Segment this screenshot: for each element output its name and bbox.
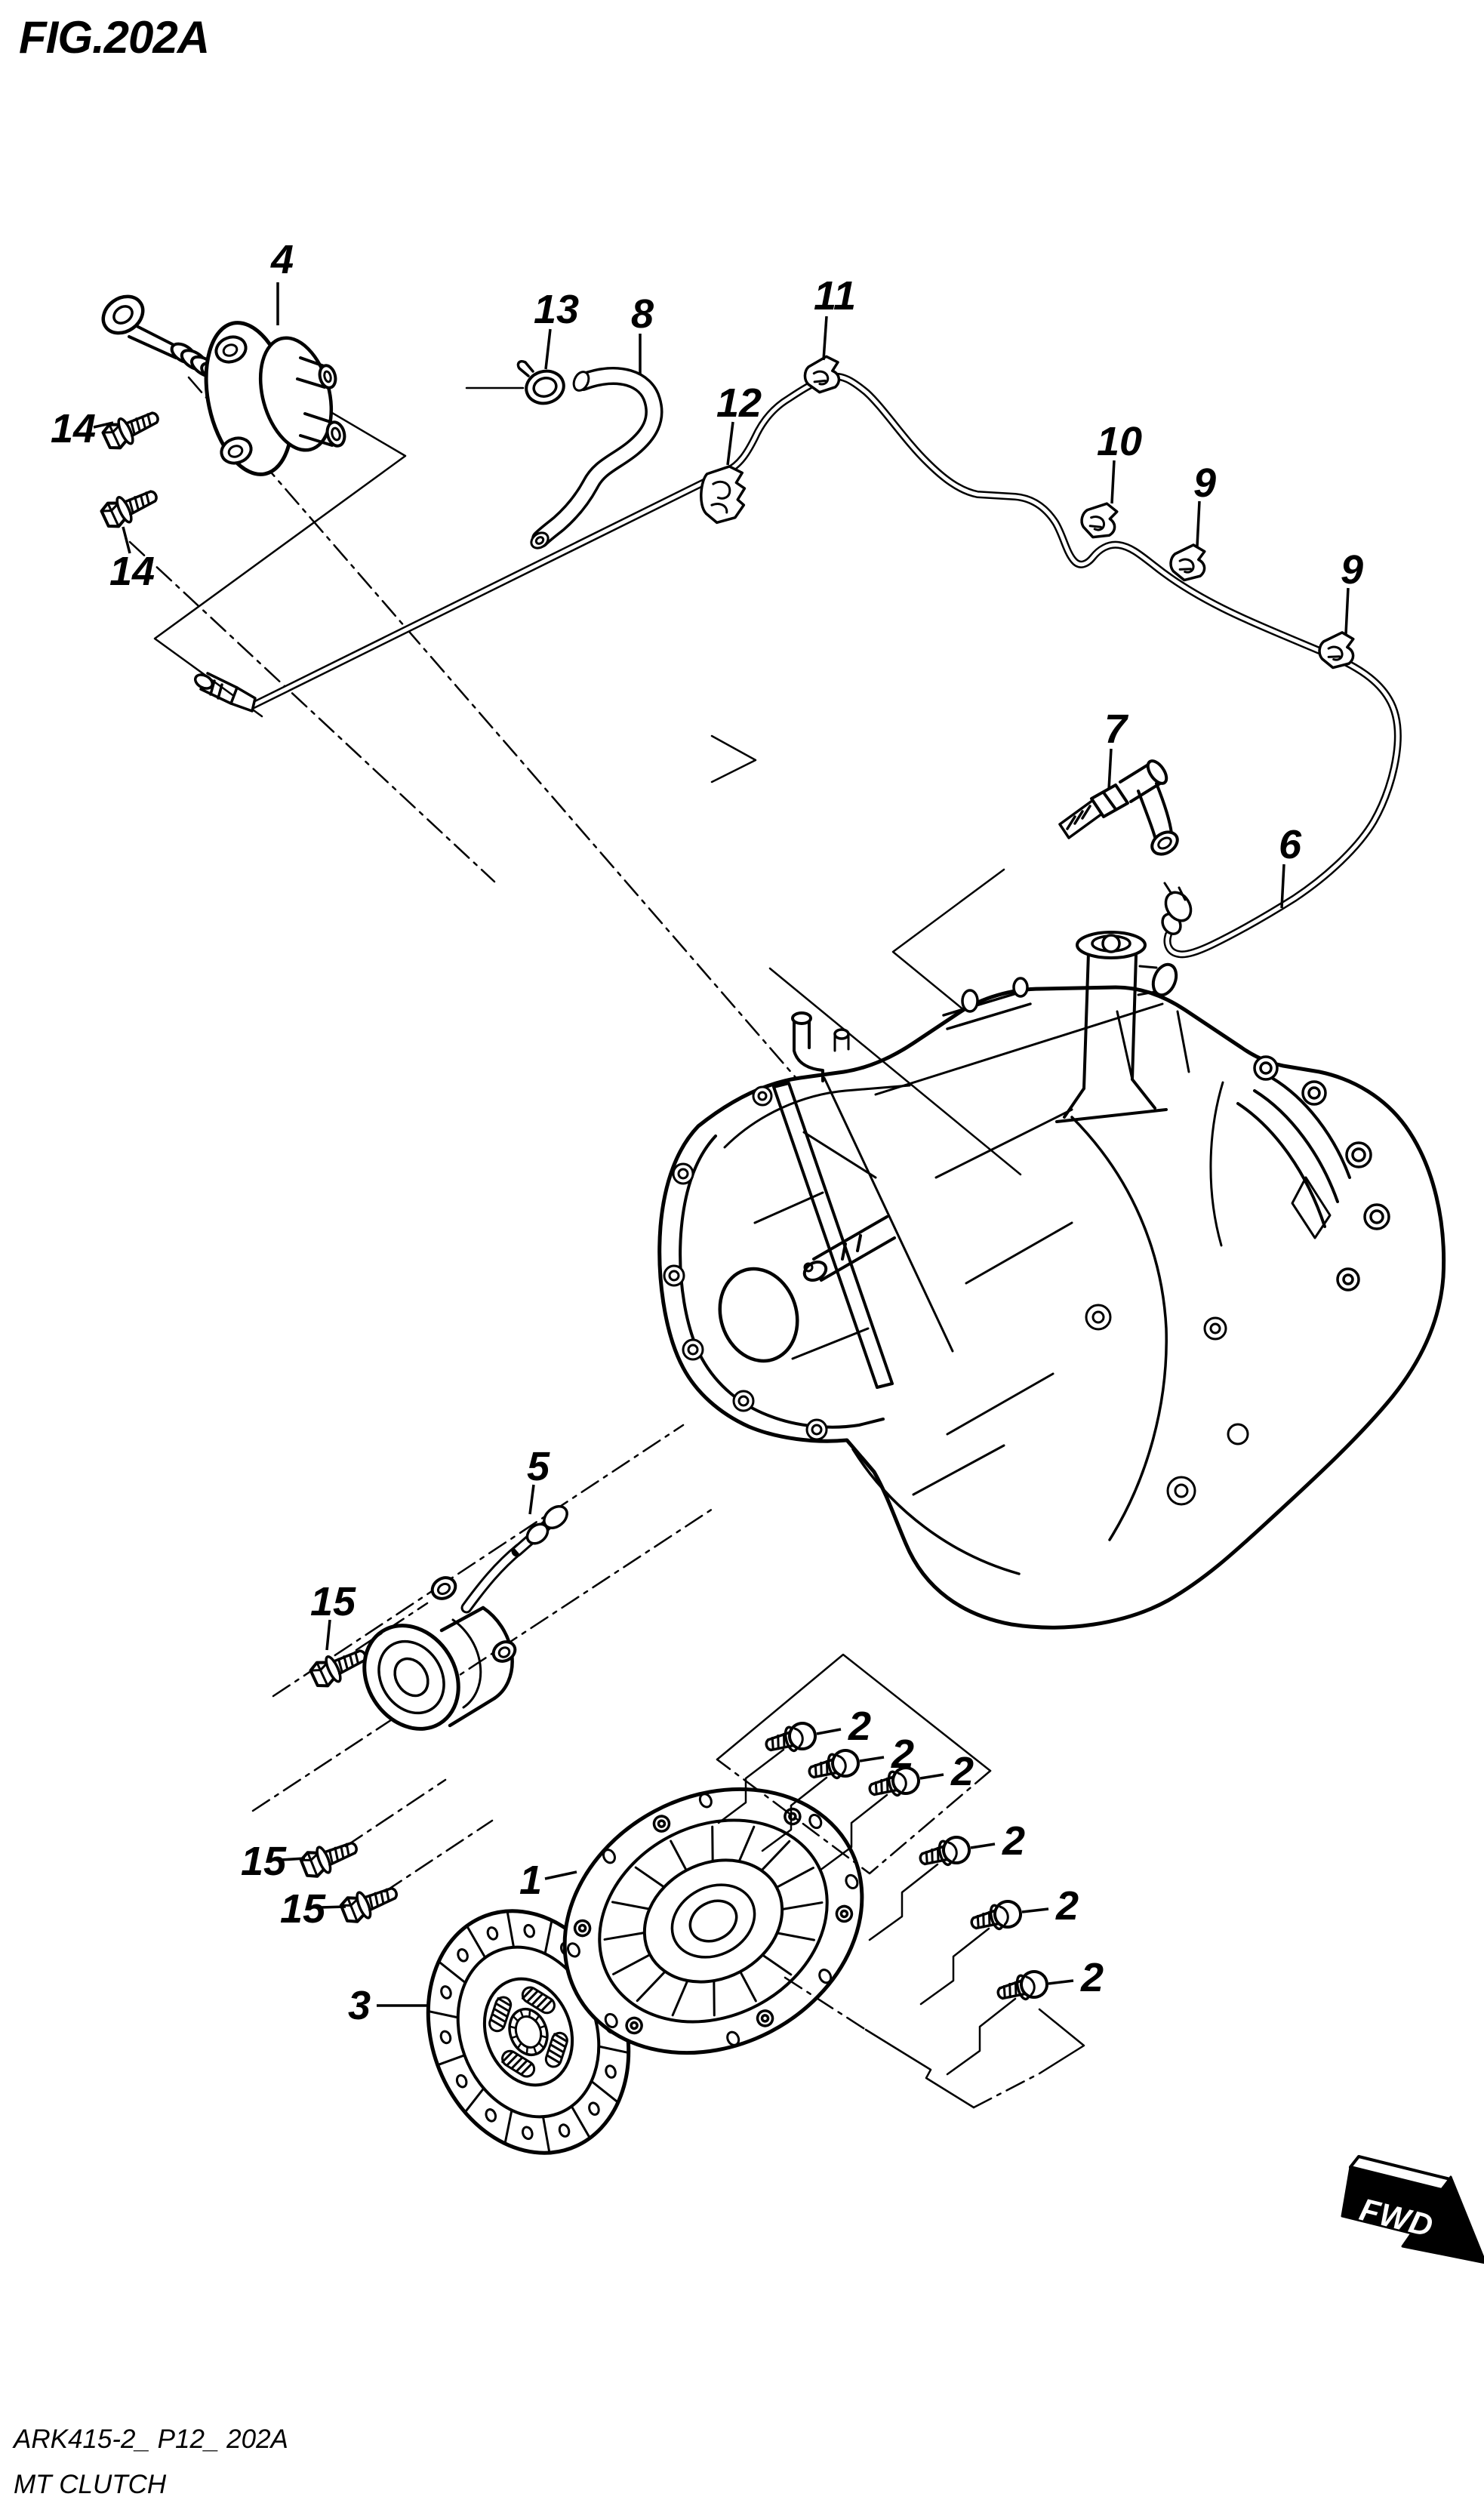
release-bolt-axes <box>344 1602 494 1893</box>
callout-label-2: 2 <box>891 1732 914 1777</box>
callout-leader-2 <box>919 1773 944 1780</box>
callout-leader-9 <box>1196 500 1201 547</box>
clutch-cover-1 <box>562 1787 864 2055</box>
callout-label-7: 7 <box>1104 707 1129 752</box>
callout-label-15: 15 <box>310 1579 356 1624</box>
cover-bolt-2a <box>762 1719 820 1760</box>
plane-diagonal-line <box>768 967 1022 1176</box>
callout-label-14: 14 <box>51 406 96 451</box>
clutch-disc-3 <box>426 1909 631 2155</box>
callout-leader-13 <box>544 328 552 370</box>
callout-label-6: 6 <box>1279 822 1302 867</box>
release-cylinder-5 <box>362 1504 568 1731</box>
release-bolt-15a <box>306 1640 372 1692</box>
callout-label-12: 12 <box>716 380 762 426</box>
callout-leader-1 <box>544 1870 577 1880</box>
union-joint-7 <box>1058 759 1179 856</box>
callout-label-5: 5 <box>527 1444 550 1489</box>
mounting-bolt-14b <box>97 481 163 533</box>
callout-leader-14 <box>93 421 114 429</box>
mounting-bolt-14a <box>99 402 165 454</box>
clutch-pipe <box>194 372 1402 959</box>
callout-label-2: 2 <box>1002 1818 1025 1864</box>
callout-leader-15 <box>325 1619 331 1651</box>
callout-label-3: 3 <box>348 1983 371 2028</box>
callout-label-2: 2 <box>1080 1955 1104 2000</box>
pipe-clamp-10 <box>1076 496 1122 544</box>
cover-bolt-2b <box>805 1746 863 1787</box>
hose-clamp-13 <box>465 359 565 405</box>
callout-label-2: 2 <box>1055 1883 1079 1929</box>
cover-bolt-2d <box>916 1833 974 1874</box>
callout-leader-2 <box>816 1728 842 1735</box>
cover-bolt-planes <box>716 1653 1085 2109</box>
pipe-clamp-12 <box>700 465 747 525</box>
callout-label-9: 9 <box>1193 460 1216 506</box>
callout-label-13: 13 <box>534 287 579 332</box>
callout-leader-7 <box>1107 748 1113 790</box>
pipe-flare-fitting <box>194 672 257 713</box>
figure-title: FIG.202A <box>19 12 209 63</box>
callout-label-14: 14 <box>109 549 155 594</box>
callout-label-8: 8 <box>631 291 654 337</box>
callout-label-4: 4 <box>270 237 294 282</box>
callout-label-10: 10 <box>1097 419 1142 464</box>
callout-leader-2 <box>1021 1907 1049 1913</box>
pipe-6-end-fitting <box>1161 882 1193 935</box>
callout-leader-10 <box>1110 460 1116 504</box>
callout-leader-2 <box>970 1843 996 1849</box>
callout-label-2: 2 <box>950 1749 974 1794</box>
footer-code: ARK415-2_ P12_ 202A <box>12 2424 288 2454</box>
master-cylinder-4 <box>101 294 346 476</box>
clutch-hose-8 <box>530 367 663 550</box>
transmission-case <box>657 931 1446 1630</box>
callout-label-2: 2 <box>848 1704 871 1749</box>
footer-caption: MT CLUTCH <box>14 2470 167 2499</box>
callout-label-15: 15 <box>280 1886 326 1932</box>
callout-label-11: 11 <box>814 273 856 319</box>
callout-leader-2 <box>859 1756 885 1763</box>
callout-leader-6 <box>1280 864 1285 909</box>
callout-label-1: 1 <box>519 1858 542 1903</box>
cover-bolt-2f <box>993 1967 1051 2009</box>
callout-leader-9 <box>1344 587 1350 635</box>
callout-leader-15 <box>280 1857 306 1861</box>
callout-label-15: 15 <box>241 1839 287 1884</box>
callout-label-9: 9 <box>1341 547 1363 593</box>
callout-leader-11 <box>822 316 828 361</box>
fwd-arrow-icon: FWD <box>1341 2155 1484 2264</box>
callout-leader-14 <box>122 526 131 554</box>
callout-leader-2 <box>1048 1979 1074 1985</box>
callout-leader-12 <box>726 421 734 466</box>
construction-lines <box>128 369 1134 1812</box>
callout-leader-5 <box>528 1484 535 1515</box>
cover-bolt-2e <box>967 1897 1025 1938</box>
